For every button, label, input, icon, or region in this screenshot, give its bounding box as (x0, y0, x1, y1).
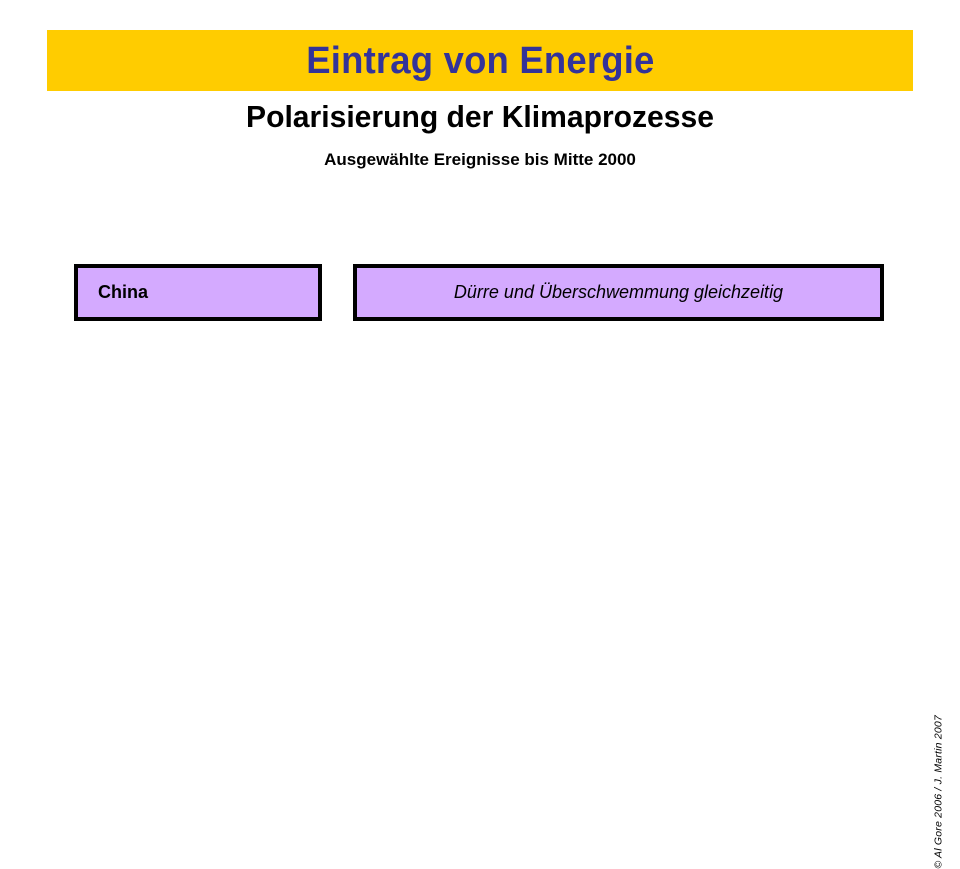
copyright-notice: © Al Gore 2006 / J. Martin 2007 (933, 715, 945, 869)
event-box: Dürre und Überschwemmung gleichzeitig (353, 264, 884, 321)
event-box-label: Dürre und Überschwemmung gleichzeitig (453, 282, 784, 302)
presentation-slide: Eintrag von Energie Polarisierung der Kl… (47, 30, 945, 869)
title-banner: Eintrag von Energie (47, 30, 913, 91)
slide-subheadline: Ausgewählte Ereignisse bis Mitte 2000 (324, 150, 636, 169)
slide-headline: Polarisierung der Klimaprozesse (246, 99, 714, 134)
slide-title: Eintrag von Energie (305, 39, 655, 82)
region-box-label: China (98, 282, 149, 302)
region-box: China (74, 264, 322, 321)
